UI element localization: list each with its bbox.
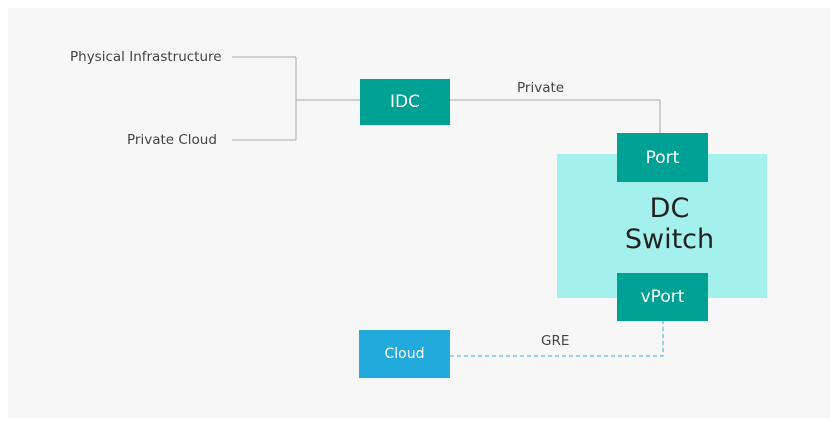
cloud-label: Cloud	[384, 346, 425, 362]
gre-line	[450, 321, 664, 357]
dc-switch-label-line2: Switch	[624, 224, 715, 255]
port-node: Port	[617, 133, 708, 182]
port-label: Port	[645, 147, 680, 168]
cloud-node: Cloud	[359, 330, 450, 378]
vport-node: vPort	[617, 273, 708, 321]
vport-label: vPort	[640, 287, 685, 307]
private-connection-label: Private	[517, 80, 565, 96]
private-line	[450, 99, 661, 133]
idc-label: IDC	[390, 92, 420, 112]
dc-switch-label: DC Switch	[557, 193, 782, 255]
dc-switch-label-line1: DC	[649, 193, 690, 224]
physical-infrastructure-label: Physical Infrastructure	[70, 49, 222, 65]
idc-node: IDC	[360, 79, 450, 125]
gre-connection-label: GRE	[541, 333, 570, 349]
private-cloud-label: Private Cloud	[127, 132, 217, 148]
